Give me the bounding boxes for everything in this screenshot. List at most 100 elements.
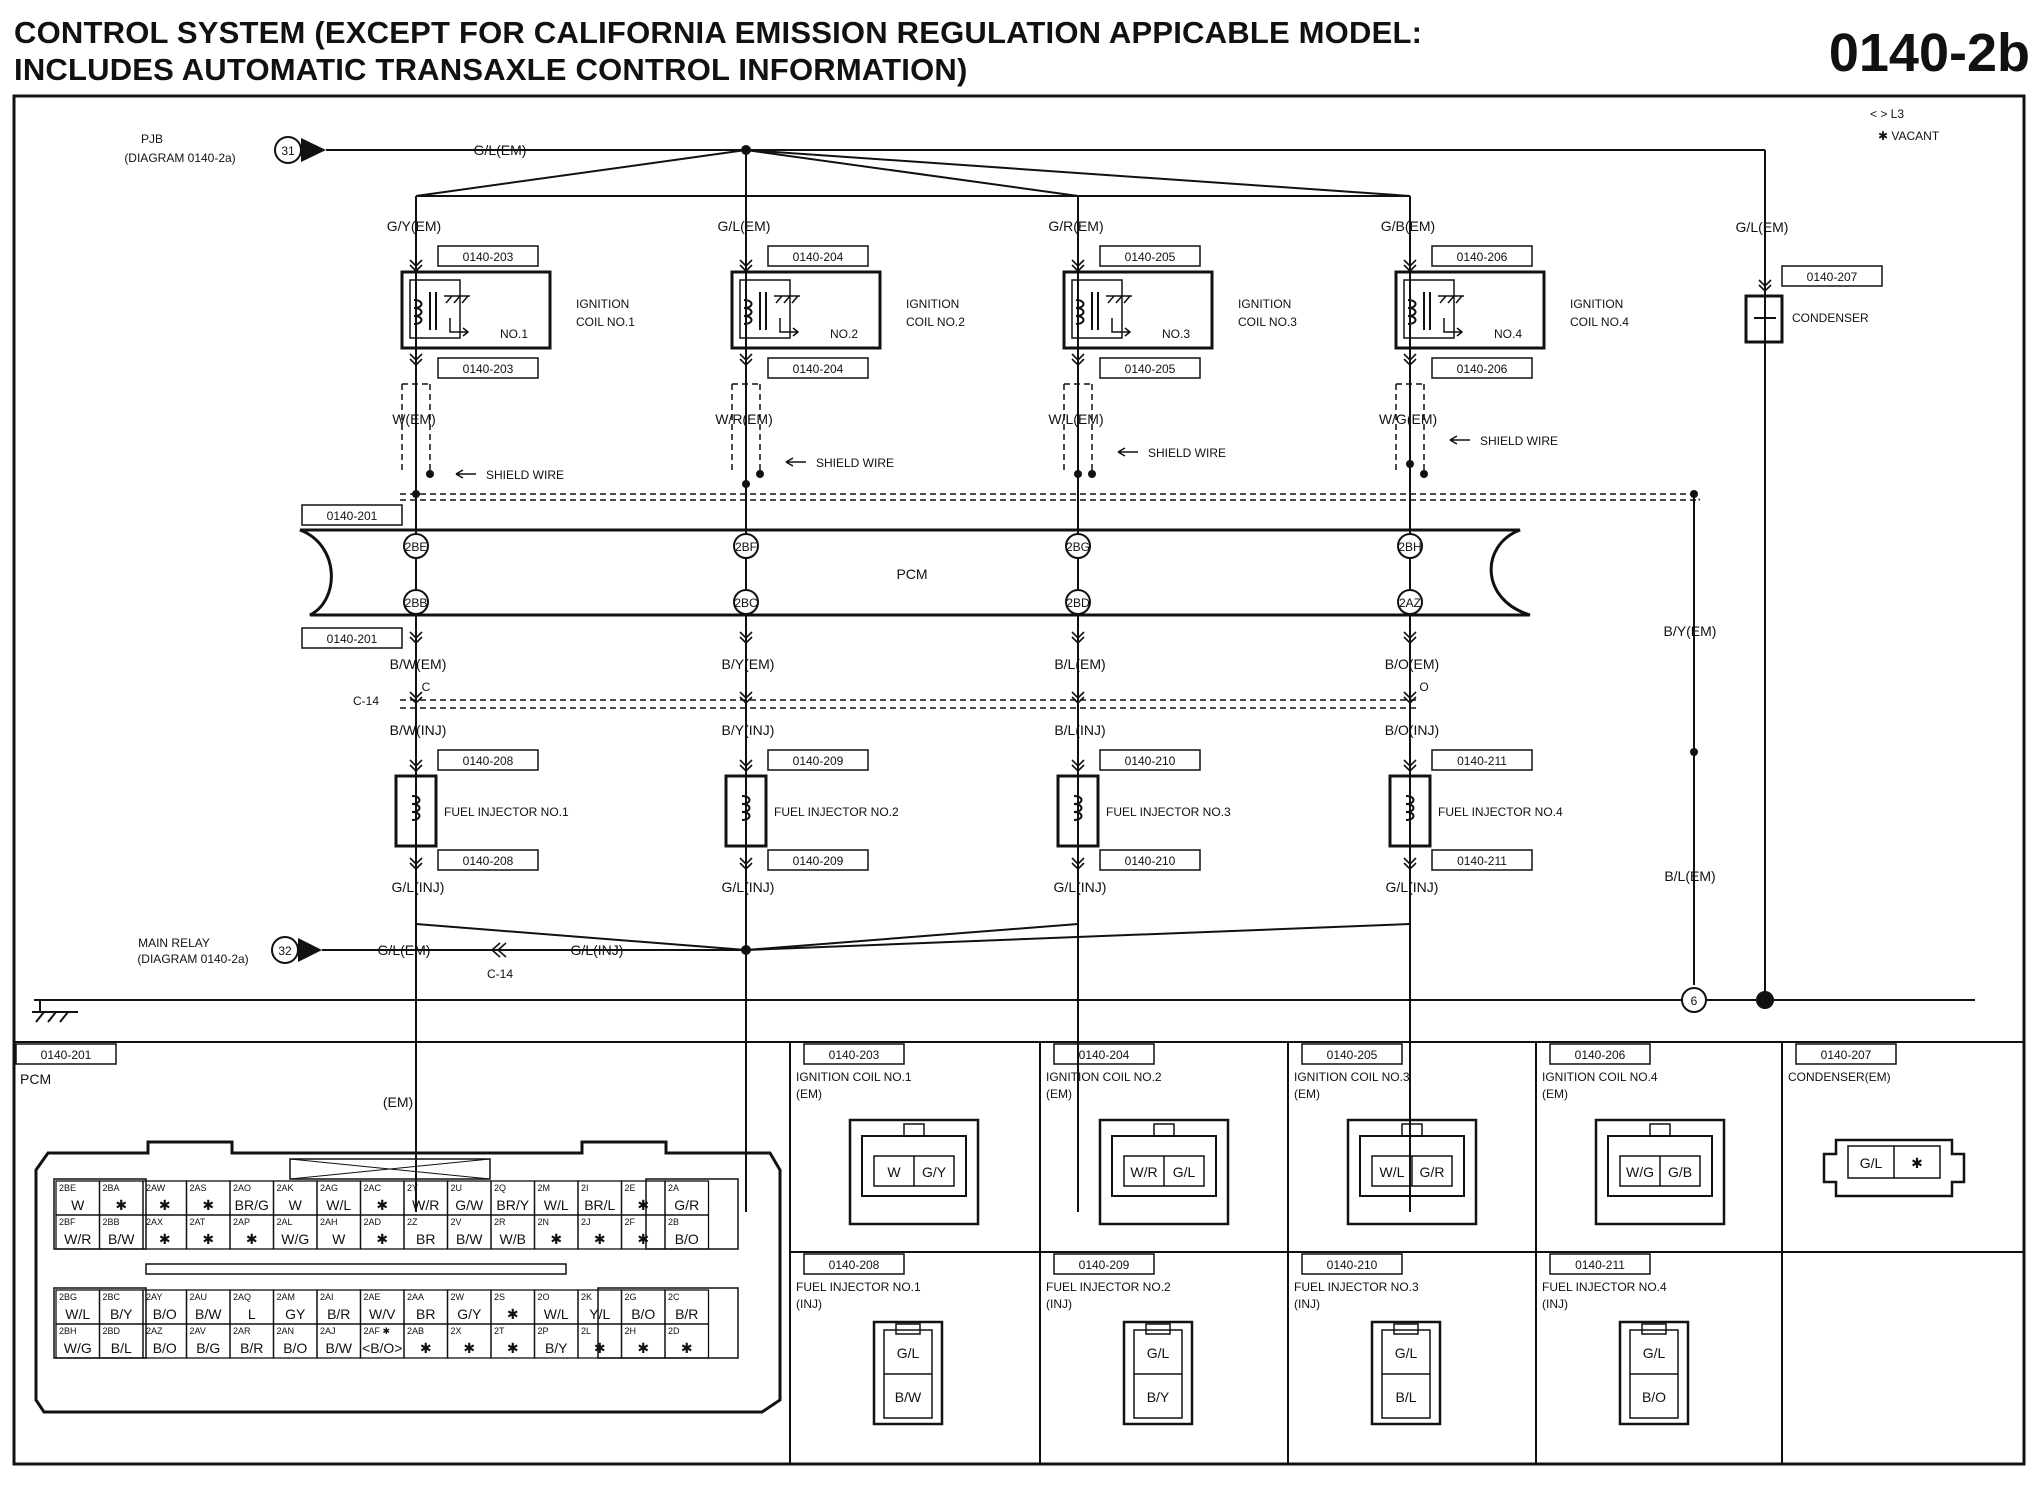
- coil-no-label: NO.4: [1494, 327, 1522, 341]
- connector-panel-ref-label: 0140-203: [829, 1048, 880, 1062]
- title-line-1: CONTROL SYSTEM (EXCEPT FOR CALIFORNIA EM…: [14, 15, 1423, 50]
- pcm-top-pin-value: ✱: [159, 1231, 171, 1247]
- injector-ref-bottom-label: 0140-209: [793, 854, 844, 868]
- connector-pin: B/L: [1395, 1389, 1416, 1405]
- injector-name: FUEL INJECTOR NO.3: [1106, 805, 1231, 819]
- connector-chevron: [1403, 759, 1417, 773]
- coil-connector-latch: [1401, 1123, 1423, 1137]
- connector-pin: B/W: [895, 1389, 922, 1405]
- injector-connector-latch: [1145, 1323, 1171, 1335]
- coil-top-wire-label: G/R(EM): [1048, 218, 1103, 234]
- connector-panel-harness: (EM): [1294, 1087, 1320, 1101]
- pcm-top-pin-number: 2BE: [59, 1183, 76, 1193]
- coil-winding-icon: [413, 299, 423, 325]
- ground-junction: [1756, 991, 1774, 1009]
- pcm-bottom-pin-value: ✱: [420, 1340, 432, 1356]
- connector-chevron: [409, 759, 423, 773]
- coil-top-wire-label: G/Y(EM): [387, 218, 441, 234]
- wire: [745, 923, 1079, 951]
- pcm-top-pin-number: 2N: [538, 1217, 550, 1227]
- coil-inner: [1071, 279, 1123, 339]
- pcm-top-pin-number: 2AX: [146, 1217, 163, 1227]
- coil-inner: [1403, 279, 1455, 339]
- pcm-top-pin-number: 2BF: [59, 1217, 76, 1227]
- c14-mark-o: O: [1419, 680, 1428, 694]
- pcm-pin-top: [1065, 533, 1091, 559]
- pcm-bottom-pin-value: L: [248, 1306, 256, 1322]
- coil-ref-top-label: 0140-206: [1457, 250, 1508, 264]
- by-wire-label: B/Y(EM): [1664, 623, 1717, 639]
- injector-inj-wire: B/Y(INJ): [722, 722, 775, 738]
- connector-panel-title: IGNITION COIL NO.3: [1294, 1070, 1410, 1084]
- pcm-top-pin-number: 2AS: [190, 1183, 207, 1193]
- injector-inj-wire: B/W(INJ): [390, 722, 447, 738]
- connector-panel-ref-label: 0140-210: [1327, 1258, 1378, 1272]
- pcm-top-pin-number: 2E: [625, 1183, 636, 1193]
- coil-ground-icon: [1106, 295, 1132, 304]
- pcm-top-pin-number: 2V: [451, 1217, 462, 1227]
- coil-name-1: IGNITION: [1238, 297, 1291, 311]
- page-code: 0140-2b: [1828, 23, 2030, 83]
- junction-dot: [756, 470, 764, 478]
- connector-panel-harness: (INJ): [1542, 1297, 1568, 1311]
- outer-frame: [12, 94, 2026, 1466]
- connector-pin: G/R: [1420, 1164, 1445, 1180]
- pcm-bottom-pin-value: ✱: [507, 1306, 519, 1322]
- connector-panel-harness: (INJ): [796, 1297, 822, 1311]
- pcm-bottom-pin-number: 2L: [581, 1326, 591, 1336]
- injector-ref-bottom: [437, 849, 539, 871]
- pcm-top-pin-value: ✱: [550, 1231, 562, 1247]
- pcm-top-pin-value: BR/G: [235, 1197, 269, 1213]
- connector-panel-ref: [1053, 1253, 1155, 1275]
- pcm-bottom-pin-value: B/W: [326, 1340, 353, 1356]
- bl-wire-label: B/L(EM): [1664, 868, 1715, 884]
- ground-circle-label: 6: [1691, 994, 1698, 1008]
- coil-spark-icon: [1111, 318, 1132, 337]
- pcm-bottom-pin-number: 2AV: [190, 1326, 206, 1336]
- connector-panel-ref: [1549, 1253, 1651, 1275]
- junction-dot: [1690, 748, 1698, 756]
- coil-spark-icon: [779, 318, 800, 337]
- pcm-top-pin-number: 2M: [538, 1183, 551, 1193]
- connector-chevron: [1403, 857, 1417, 871]
- connector-panel-ref: [1795, 1043, 1897, 1065]
- pcm-bottom-pin-value: ✱: [681, 1340, 693, 1356]
- pcm-bottom-pin-number: 2AI: [320, 1292, 334, 1302]
- coil-ref-bottom-label: 0140-203: [463, 362, 514, 376]
- connector-chevron: [409, 259, 423, 273]
- pcm-bottom-pin-number: 2K: [581, 1292, 592, 1302]
- injector-em-wire: B/Y(EM): [722, 656, 775, 672]
- injector-ref-top: [1431, 749, 1533, 771]
- junction-dot: [1074, 470, 1082, 478]
- coil-name-1: IGNITION: [906, 297, 959, 311]
- pcm-pin-bottom-label: 2BB: [405, 596, 428, 610]
- injector-connector-latch: [895, 1323, 921, 1335]
- wire: [745, 923, 1411, 951]
- connector-panel-title: FUEL INJECTOR NO.2: [1046, 1280, 1171, 1294]
- pcm-top-pin-value: W/L: [544, 1197, 569, 1213]
- pcm-bottom-pin-number: 2D: [668, 1326, 680, 1336]
- pcm-bottom-pin-number: 2O: [538, 1292, 550, 1302]
- pcm-top-pin-number: 2AO: [233, 1183, 251, 1193]
- pcm-bottom-pin-value: B/O: [153, 1340, 177, 1356]
- shield-arrow: [1117, 447, 1138, 457]
- pcm-bottom-pin-number: 2AQ: [233, 1292, 251, 1302]
- fuel-injector-3-box: [1056, 774, 1100, 848]
- pcm-ref-top-label: 0140-201: [327, 509, 378, 523]
- coil-top-wire-label: G/L(EM): [718, 218, 771, 234]
- page-title: CONTROL SYSTEM (EXCEPT FOR CALIFORNIA EM…: [14, 14, 1422, 88]
- connector-chevron: [409, 353, 423, 367]
- connector-chevron: [739, 259, 753, 273]
- pcm-bottom-pin-number: 2AN: [277, 1326, 295, 1336]
- connector-pin: W: [887, 1164, 901, 1180]
- pcm-bottom-pin-number: 2AE: [364, 1292, 381, 1302]
- injector-connector-shell: [1618, 1320, 1690, 1426]
- pcm-bottom-pin-number: 2AF ✱: [364, 1326, 391, 1336]
- pcm-top-pin-number: 2AC: [364, 1183, 382, 1193]
- pcm-pin-bottom: [1065, 589, 1091, 615]
- shield-wire-label: SHIELD WIRE: [1148, 446, 1226, 460]
- connector-pin: W/L: [1380, 1164, 1405, 1180]
- pcm-top-pin-number: 2A: [668, 1183, 679, 1193]
- pcm-bottom-pin-value: B/Y: [545, 1340, 568, 1356]
